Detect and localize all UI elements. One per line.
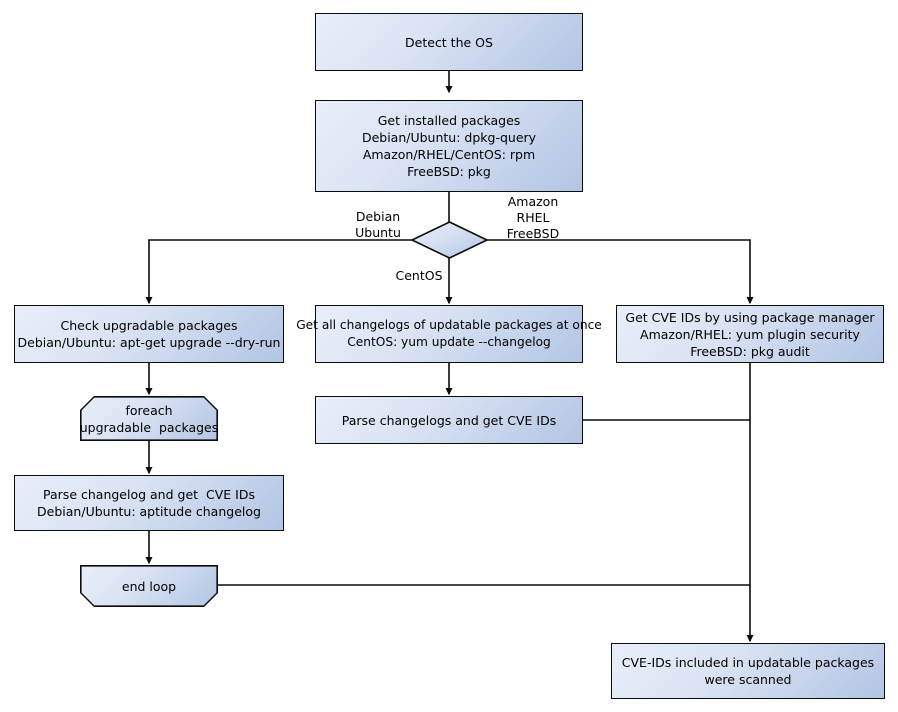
node-detect-os[interactable]: Detect the OS bbox=[315, 13, 583, 71]
node-os-decision[interactable] bbox=[410, 220, 489, 260]
node-scanned-result-label: CVE-IDs included in updatable packages w… bbox=[621, 655, 875, 687]
node-get-cve-package-manager[interactable]: Get CVE IDs by using package manager Ama… bbox=[616, 305, 884, 363]
node-end-loop-label: end loop bbox=[121, 578, 177, 594]
edge-label-amazon-rhel-freebsd: Amazon RHEL FreeBSD bbox=[506, 194, 560, 241]
node-get-all-changelogs-label: Get all changelogs of updatable packages… bbox=[296, 318, 602, 349]
node-get-all-changelogs[interactable]: Get all changelogs of updatable packages… bbox=[296, 305, 602, 363]
node-get-cve-package-manager-label: Get CVE IDs by using package manager Ama… bbox=[625, 309, 875, 359]
node-get-installed-packages-label: Get installed packages Debian/Ubuntu: dp… bbox=[361, 113, 537, 179]
node-parse-changelog-debian[interactable]: Parse changelog and get CVE IDs Debian/U… bbox=[14, 475, 284, 531]
node-check-upgradable-packages-label: Check upgradable packages Debian/Ubuntu:… bbox=[17, 318, 281, 350]
node-foreach-loop-start[interactable]: foreach upgradable packages bbox=[80, 396, 218, 441]
edge-label-centos: CentOS bbox=[395, 268, 443, 283]
node-parse-changelog-debian-label: Parse changelog and get CVE IDs Debian/U… bbox=[37, 487, 261, 519]
node-parse-changelogs-centos[interactable]: Parse changelogs and get CVE IDs bbox=[315, 396, 583, 444]
node-parse-changelogs-centos-label: Parse changelogs and get CVE IDs bbox=[341, 412, 557, 428]
node-detect-os-label: Detect the OS bbox=[405, 34, 493, 50]
node-scanned-result[interactable]: CVE-IDs included in updatable packages w… bbox=[611, 643, 885, 699]
node-check-upgradable-packages[interactable]: Check upgradable packages Debian/Ubuntu:… bbox=[14, 305, 284, 363]
node-foreach-loop-start-label: foreach upgradable packages bbox=[79, 402, 219, 435]
edge-decision-right bbox=[487, 239, 754, 305]
node-end-loop[interactable]: end loop bbox=[80, 565, 218, 607]
node-get-installed-packages[interactable]: Get installed packages Debian/Ubuntu: dp… bbox=[315, 100, 583, 192]
edge-label-debian-ubuntu: Debian Ubuntu bbox=[355, 209, 401, 240]
edge-decision-left bbox=[145, 239, 412, 305]
